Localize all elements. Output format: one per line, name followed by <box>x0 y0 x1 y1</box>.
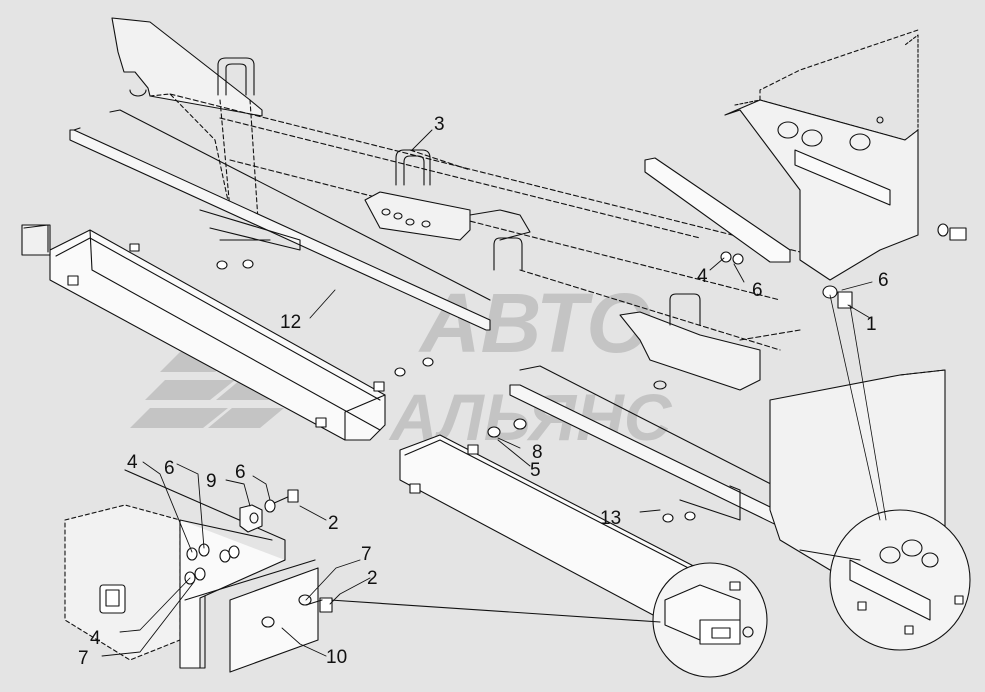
side-bracket-lower <box>619 293 761 391</box>
callout-label: 6 <box>164 458 175 479</box>
leader-to-detail-circle <box>329 599 661 623</box>
callout-label: 9 <box>206 471 217 492</box>
detail-circle-middle <box>652 562 768 678</box>
callout-label: 1 <box>866 314 877 335</box>
tray-left <box>21 224 386 441</box>
callout-label: 3 <box>434 114 445 135</box>
main-beam <box>169 93 841 351</box>
callout-label: 6 <box>752 280 763 301</box>
callout-label: 5 <box>530 460 541 481</box>
callout-label: 2 <box>328 513 339 534</box>
u-bolt-3 <box>395 149 431 186</box>
fasteners <box>184 223 967 635</box>
callout-label: 8 <box>532 442 543 463</box>
bracket-upper-right <box>644 149 891 263</box>
callout-label: 12 <box>280 312 301 333</box>
callout-label: 7 <box>361 544 372 565</box>
callout-labels: 1 2 2 3 4 4 4 5 6 6 6 6 7 7 8 9 10 12 13 <box>78 114 889 669</box>
u-bolt-top <box>217 57 259 221</box>
watermark-text-line1: АВТО <box>418 276 652 370</box>
rail-12 <box>69 109 491 331</box>
mount-plate-center <box>364 191 531 241</box>
callout-label: 6 <box>878 270 889 291</box>
callout-label: 2 <box>367 568 378 589</box>
frame-bracket-top <box>111 17 263 211</box>
callout-label: 4 <box>90 628 101 649</box>
u-bolt-center <box>493 237 523 271</box>
frame-plate-right-upper <box>724 29 919 281</box>
plate-10 <box>229 567 319 673</box>
spacer-9 <box>239 504 263 533</box>
callout-label: 4 <box>697 266 708 287</box>
lower-left-assembly <box>64 469 316 669</box>
detail-circle-right <box>799 509 971 651</box>
callout-label: 10 <box>326 647 347 668</box>
leader-lines <box>101 129 887 657</box>
callout-label: 6 <box>235 462 246 483</box>
callout-label: 7 <box>78 648 89 669</box>
callout-label: 13 <box>600 508 621 529</box>
callout-label: 4 <box>127 452 138 473</box>
